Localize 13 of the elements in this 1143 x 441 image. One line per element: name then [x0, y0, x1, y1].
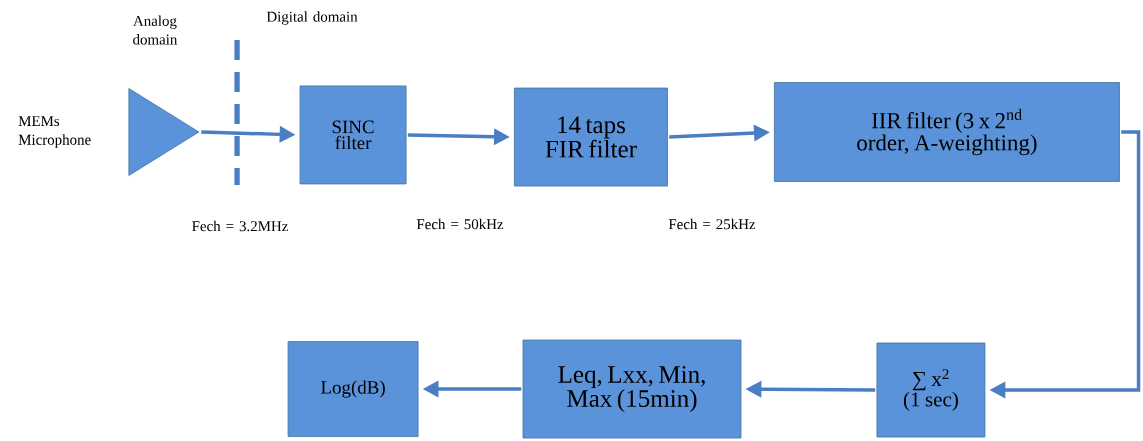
filter-box: IIR filter (3 x 2$^{nd}$ order, A-weighting) — [774, 82, 1120, 182]
note-label: Digital domain — [266, 11, 358, 25]
filter-box: ∑ x$^{2}$ (1 sec) — [876, 342, 986, 438]
filter-box: SINC filter — [299, 85, 407, 185]
filter-box: Leq, Lxx, Min, Max (15min) — [522, 339, 742, 439]
filter-box: 14 taps FIR filter — [514, 87, 668, 187]
filter-box: Log(dB) — [287, 341, 419, 437]
note-label: Fech = 3.2MHz — [192, 220, 288, 232]
amplifier-triangle — [128, 88, 200, 176]
component-label: MEMs Microphone — [18, 116, 91, 148]
note-label: Fech = 25kHz — [668, 218, 756, 230]
note-label: Fech = 50kHz — [416, 218, 504, 230]
note-label: Analog domain — [133, 15, 178, 45]
